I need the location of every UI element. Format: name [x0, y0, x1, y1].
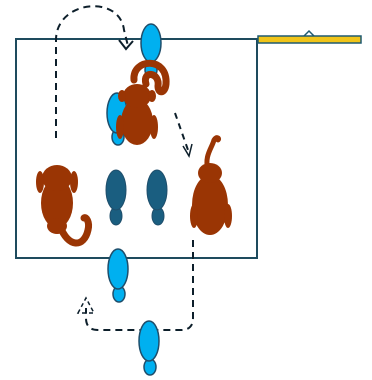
monkey-tail	[56, 214, 92, 247]
path-bottom-route	[85, 240, 194, 331]
trap-door-flap	[257, 29, 362, 44]
monkey-head	[198, 163, 222, 183]
player-dark-right	[146, 169, 168, 226]
player-body	[140, 23, 162, 63]
monkey-tail	[204, 135, 221, 173]
monkey-body	[41, 178, 73, 228]
player-blue-bottom-edge	[107, 248, 129, 303]
player-dark-left	[105, 169, 127, 226]
player-body	[138, 320, 160, 362]
monkey-top-center	[116, 59, 170, 145]
path-diagonal	[174, 112, 189, 151]
monkey-arm-right	[150, 115, 158, 139]
monkey-tail	[130, 59, 170, 96]
player-body	[146, 169, 168, 211]
monkey-feet	[47, 218, 67, 234]
player-body	[105, 169, 127, 211]
monkey-ear-right	[148, 90, 156, 102]
monkey-head	[123, 84, 151, 108]
monkey-body	[192, 175, 228, 235]
monkey-ear-right	[70, 171, 78, 193]
path-bottom-route-arrow	[76, 296, 96, 314]
monkey-ear-left	[36, 171, 44, 193]
monkey-arm-right	[224, 204, 232, 228]
player-body	[107, 248, 129, 290]
path-diagonal-arrow	[182, 143, 193, 158]
player-blue-bottom	[138, 320, 160, 376]
monkey-body	[121, 99, 153, 145]
path-top-loop	[55, 5, 129, 138]
monkey-left	[36, 165, 92, 247]
monkey-right	[190, 135, 232, 235]
monkey-arm-left	[190, 204, 198, 228]
monkey-head	[42, 165, 72, 191]
trap-door-hinge	[303, 29, 315, 37]
trap-door-bar	[257, 35, 362, 44]
monkey-ear-left	[118, 90, 126, 102]
room-box	[15, 38, 258, 259]
path-top-loop-arrow	[118, 39, 134, 51]
monkey-arm-left	[116, 115, 124, 139]
